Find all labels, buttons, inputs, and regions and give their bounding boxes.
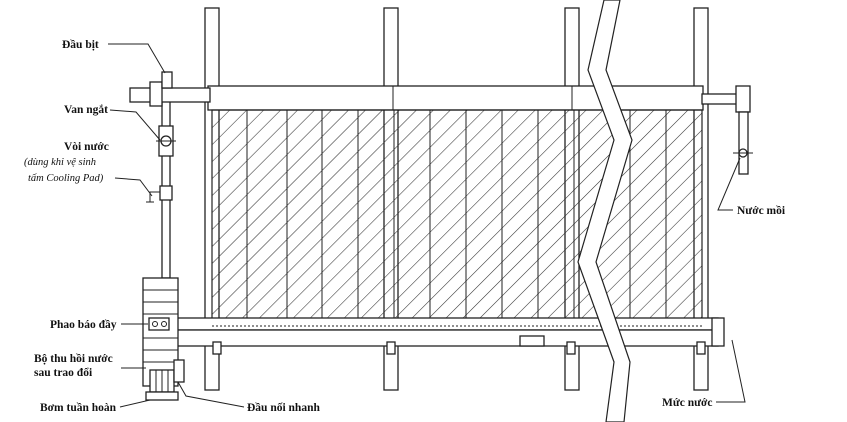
water-level-label: Mức nước bbox=[662, 397, 713, 409]
gutter-fittings bbox=[212, 341, 706, 355]
top-distribution-pipe bbox=[207, 85, 704, 111]
end-cap-label: Đầu bịt bbox=[62, 38, 99, 51]
makeup-water-inlet bbox=[701, 85, 753, 175]
shutoff-valve bbox=[156, 125, 176, 157]
faucet-note-line-2: tấm Cooling Pad) bbox=[28, 173, 104, 184]
collector-label-line-2: sau trao đổi bbox=[34, 366, 93, 379]
break-line bbox=[577, 0, 633, 422]
shutoff-valve-label: Van ngắt bbox=[64, 103, 108, 116]
float-label: Phao báo đầy bbox=[50, 318, 117, 331]
supply-pipe bbox=[161, 91, 171, 279]
collector-label-line-1: Bộ thu hồi nước bbox=[34, 352, 113, 365]
water-level-port bbox=[711, 317, 725, 347]
quick-connector bbox=[173, 359, 185, 383]
collector-tank bbox=[142, 277, 179, 387]
pump-label: Bơm tuần hoàn bbox=[40, 401, 117, 414]
float-valve bbox=[148, 317, 170, 331]
faucet-note-line-1: (dùng khi vệ sinh bbox=[24, 157, 96, 168]
gutter-base bbox=[169, 329, 719, 347]
leader-lines bbox=[108, 43, 746, 408]
makeup-water-label: Nước mồi bbox=[737, 204, 786, 217]
quick-connect-label: Đầu nối nhanh bbox=[247, 401, 320, 414]
faucet bbox=[146, 185, 173, 203]
end-cap bbox=[161, 71, 173, 89]
circulation-pump bbox=[145, 369, 179, 401]
water-gutter bbox=[169, 317, 719, 331]
faucet-label: Vòi nước bbox=[64, 141, 109, 153]
